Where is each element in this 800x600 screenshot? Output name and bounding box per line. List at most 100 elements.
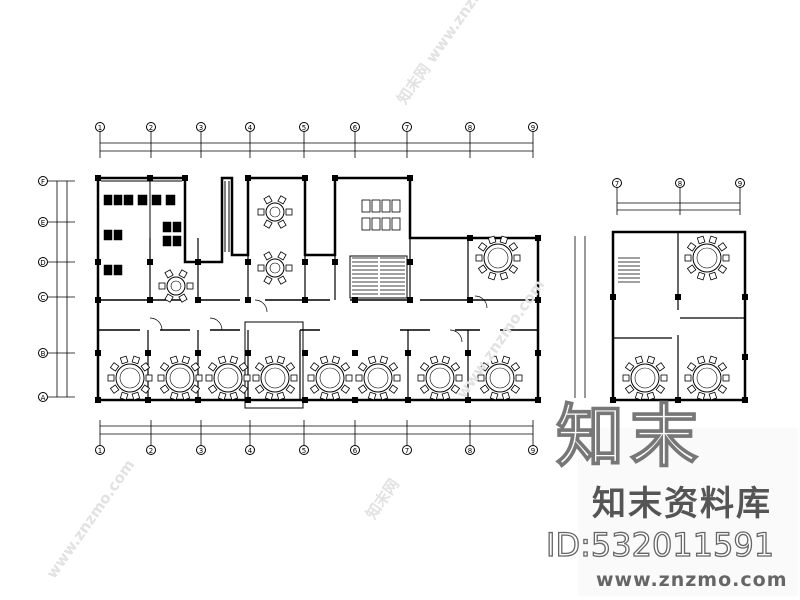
axis-bubble-left-label: C [41,294,46,302]
chair [357,362,368,372]
axis-bubble-bottom [196,445,206,455]
axis-bubble-right-plan [612,178,622,188]
chair [243,374,251,382]
column [407,175,413,181]
chair [169,355,179,365]
axis-bubble-right-plan-label: 7 [615,180,619,188]
axis-bubble-left-label: E [41,219,45,227]
chair [393,374,401,382]
chair [229,391,239,401]
chair [307,374,315,382]
chair [158,282,166,290]
axis-bubble-top-label: 9 [531,124,535,132]
inner-wall [101,180,230,252]
axis-bubble-left [38,392,48,402]
axis-bubble-top-label: 2 [149,124,153,132]
chair [487,235,497,245]
door-swing [474,295,488,309]
chair [722,374,730,382]
chair [145,374,153,382]
column [535,397,541,403]
toilet-stall [361,199,371,213]
toilet-stall [371,199,381,213]
office-chair [172,235,182,247]
chair [186,282,194,290]
column [245,397,251,403]
chair [477,374,485,382]
chair [508,264,519,274]
chair [708,391,718,401]
column [742,397,748,403]
axis-bubble-left-label: A [41,394,46,402]
chair [285,208,293,216]
chair [157,374,165,382]
chair [450,362,461,372]
round-table [260,363,290,393]
chair [489,391,499,401]
column [195,259,201,265]
chair [696,391,706,401]
chair [285,362,296,372]
column [352,350,358,356]
chair [345,374,353,382]
office-chair [165,194,176,206]
chair [290,374,298,382]
chair [178,293,188,303]
chair [708,355,718,365]
chair [708,271,718,281]
door-swing [449,329,463,343]
chair [379,355,389,365]
chair [717,264,728,274]
toilet-stall [371,217,381,231]
chair [355,374,363,382]
chair [309,384,320,394]
chair [276,355,286,365]
axis-bubble-left [38,292,48,302]
axis-bubble-bottom-label: 2 [149,447,153,455]
column [407,259,413,265]
column [302,350,308,356]
chair [257,264,265,272]
axis-bubble-right-plan [675,178,685,188]
axis-bubble-top-label: 5 [302,124,306,132]
lazy-susan [367,367,389,389]
column [742,294,748,300]
lazy-susan [696,247,718,269]
chair [109,362,120,372]
column [465,397,471,403]
chair [722,254,730,262]
round-table [363,363,393,393]
axis-bubble-left-label: B [41,350,46,358]
column [352,397,358,403]
chair [357,384,368,394]
chair [238,362,249,372]
axis-bubble-top-label: 8 [468,124,472,132]
watermark-url: www.znzmo.com [596,569,788,591]
chair [655,362,666,372]
axis-bubble-right-plan [735,178,745,188]
column [467,297,473,303]
axis-bubble-left [38,257,48,267]
chair [131,355,141,365]
chair [655,384,666,394]
lazy-susan [264,367,286,389]
chair [367,355,377,365]
axis-bubble-bottom-label: 9 [531,447,535,455]
round-table [485,363,515,393]
round-table [166,276,186,296]
axis-bubble-top [245,122,255,132]
column [535,297,541,303]
chair [696,235,706,245]
chair [646,355,656,365]
chair [181,355,191,365]
toilet-stall [391,217,401,231]
lazy-susan [696,367,718,389]
chair [646,391,656,401]
column [95,175,101,181]
column [245,350,251,356]
chair [263,219,273,229]
chair [686,242,697,252]
chair [717,362,728,372]
chair [119,391,129,401]
chair [479,362,490,372]
